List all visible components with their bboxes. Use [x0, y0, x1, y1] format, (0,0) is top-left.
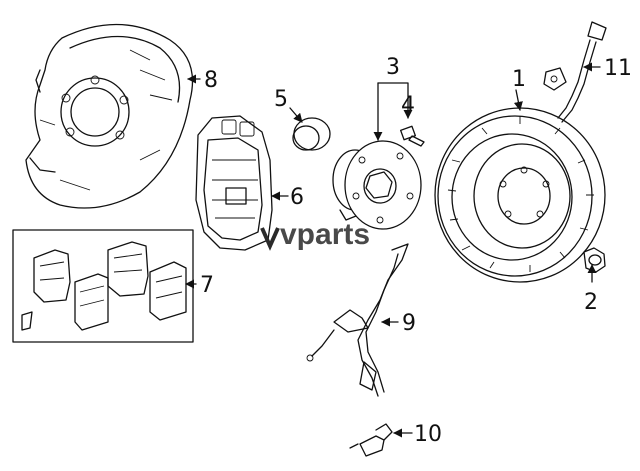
leader-lines — [185, 62, 601, 438]
sensor-harness — [306, 243, 409, 397]
hub-cap — [292, 117, 331, 151]
hub-bolt — [400, 125, 425, 147]
brake-pad-1 — [33, 249, 71, 303]
speed-sensor — [349, 423, 393, 457]
hub-bearing — [332, 140, 422, 230]
callout-9: 9 — [402, 311, 416, 336]
callout-3: 3 — [386, 55, 400, 80]
callout-1: 1 — [512, 67, 526, 92]
callout-10: 10 — [414, 422, 442, 447]
lug-nut — [583, 247, 606, 273]
callout-6: 6 — [290, 185, 304, 210]
callout-11: 11 — [604, 56, 632, 81]
callout-7: 7 — [200, 273, 214, 298]
brake-caliper — [195, 115, 273, 251]
brake-pad-3 — [107, 241, 149, 297]
watermark-text: vparts — [280, 218, 370, 251]
brake-pad-4 — [149, 261, 187, 321]
brake-pad-2 — [74, 273, 109, 331]
callout-2: 2 — [584, 290, 598, 315]
brake-hose — [543, 21, 607, 123]
callout-5: 5 — [274, 87, 288, 112]
watermark-logo: vparts — [260, 218, 370, 251]
pad-kit-box — [12, 229, 194, 343]
callout-8: 8 — [204, 68, 218, 93]
callout-4: 4 — [401, 93, 415, 118]
dust-shield — [25, 23, 194, 209]
brake-rotor — [434, 107, 606, 283]
